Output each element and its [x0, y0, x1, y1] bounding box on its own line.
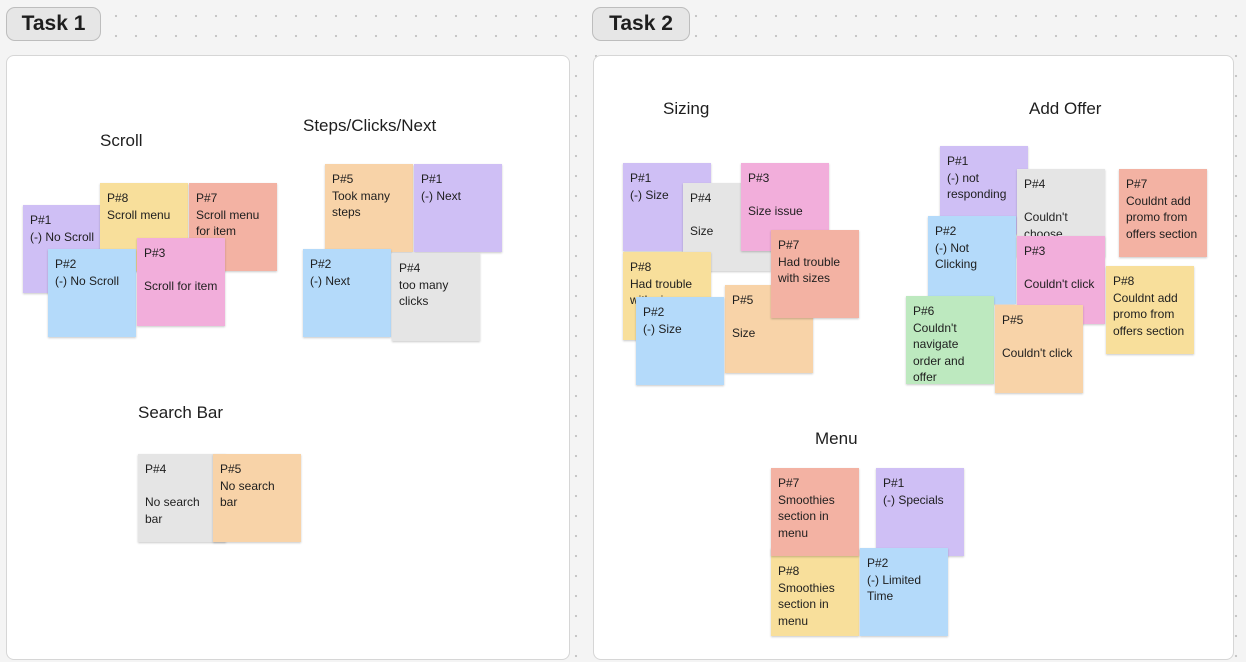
sticky-note[interactable]: P#8 Couldnt add promo from offers sectio… [1106, 266, 1194, 354]
sticky-note[interactable]: P#7 Couldnt add promo from offers sectio… [1119, 169, 1207, 257]
scroll-heading: Scroll [100, 131, 143, 150]
sticky-note[interactable]: P#4 No search bar [138, 454, 226, 542]
sticky-note[interactable]: P#5 Took many steps [325, 164, 413, 252]
sticky-note[interactable]: P#2 (-) No Scroll [48, 249, 136, 337]
sticky-note[interactable]: P#7 Had trouble with sizes [771, 230, 859, 318]
sticky-note[interactable]: P#1 (-) Specials [876, 468, 964, 556]
sticky-note[interactable]: P#5 Couldn't click [995, 305, 1083, 393]
task-1-board [6, 55, 570, 660]
add-offer-heading: Add Offer [1029, 99, 1102, 118]
tab-task-2[interactable]: Task 2 [592, 7, 690, 41]
steps-heading: Steps/Clicks/Next [303, 116, 437, 135]
sticky-note[interactable]: P#4 too many clicks [392, 253, 480, 341]
sizing-heading: Sizing [663, 99, 710, 118]
sticky-note[interactable]: P#5 No search bar [213, 454, 301, 542]
sticky-note[interactable]: P#2 (-) Limited Time [860, 548, 948, 636]
search-bar-heading: Search Bar [138, 403, 224, 422]
sticky-note[interactable]: P#2 (-) Size [636, 297, 724, 385]
sticky-note[interactable]: P#2 (-) Next [303, 249, 391, 337]
sticky-note[interactable]: P#6 Couldn't navigate order and offer [906, 296, 994, 384]
tab-task-1[interactable]: Task 1 [6, 7, 101, 41]
menu-heading: Menu [815, 429, 858, 448]
sticky-note[interactable]: P#7 Smoothies section in menu [771, 468, 859, 556]
sticky-note[interactable]: P#3 Scroll for item [137, 238, 225, 326]
sticky-note[interactable]: P#1 (-) Next [414, 164, 502, 252]
sticky-note[interactable]: P#2 (-) Not Clicking [928, 216, 1016, 304]
sticky-note[interactable]: P#8 Smoothies section in menu [771, 548, 859, 636]
